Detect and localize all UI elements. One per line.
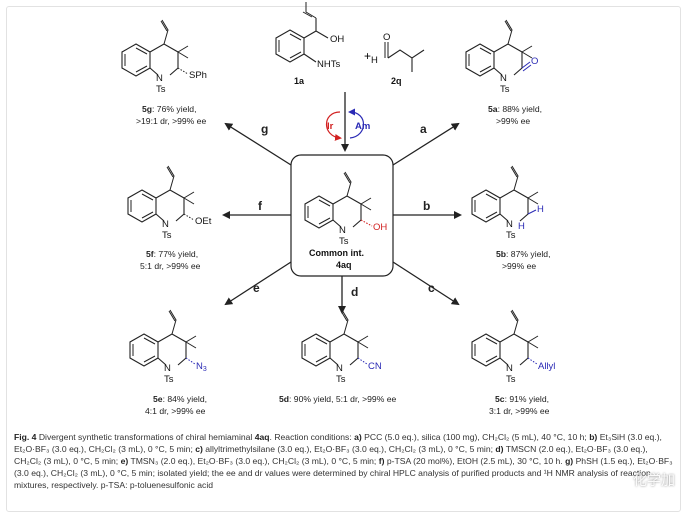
5e-group: N3 bbox=[196, 361, 207, 373]
caption-e-text: TMSN₃ (2.0 eq.), Et₂O·BF₃ (3.0 eq.), CH₂… bbox=[128, 456, 379, 467]
caption-c-tag: c) bbox=[195, 444, 203, 455]
5d-ts: Ts bbox=[336, 374, 346, 385]
5b-group2: H bbox=[518, 221, 525, 232]
product-5e: N3 N Ts 5e: 84% yield, 4:1 dr, >99% ee bbox=[129, 309, 207, 416]
center-name: Common int. bbox=[309, 248, 364, 258]
5a-n: N bbox=[500, 73, 507, 84]
product-5c: Allyl N Ts 5c: 91% yield, 3:1 dr, >99% e… bbox=[471, 309, 555, 416]
plus-sign: + bbox=[364, 49, 371, 63]
product-5d: CN N Ts 5d: 90% yield, 5:1 dr, >99% ee bbox=[279, 309, 397, 404]
reactant-1a-label: 1a bbox=[294, 76, 305, 86]
5e-ts: Ts bbox=[164, 374, 174, 385]
5d-n: N bbox=[336, 363, 343, 374]
caption-a-tag: a) bbox=[354, 432, 362, 442]
arrow-d: d bbox=[338, 276, 358, 314]
am-catalyst-label: Am bbox=[355, 121, 370, 132]
5a-line2: >99% ee bbox=[496, 116, 530, 126]
center-oh-text: OH bbox=[373, 222, 387, 233]
caption-g-text: PhSH (1.5 eq.), Et₂O·BF₃ (3.0 eq.), CH₂C… bbox=[14, 456, 673, 491]
r1-oh-text: OH bbox=[330, 34, 344, 45]
caption-a-text: PCC (5.0 eq.), silica (100 mg), CH₂Cl₂ (… bbox=[361, 432, 587, 442]
reactant-2q-label: 2q bbox=[391, 76, 402, 86]
watermark: 化学加 bbox=[633, 473, 675, 489]
caption-fig: Fig. 4 bbox=[14, 432, 37, 442]
common-intermediate-box: OH N Ts Common int. 4aq bbox=[290, 154, 394, 277]
r2-h-text: H bbox=[371, 55, 378, 66]
caption-g-tag: g) bbox=[565, 456, 574, 467]
r2-o-text: O bbox=[383, 32, 390, 43]
product-5f: OEt N Ts 5f: 77% yield, 5:1 dr, >99% ee bbox=[127, 165, 212, 271]
caption-title: Divergent synthetic transformations of c… bbox=[36, 432, 255, 442]
5c-line1: 5c: 91% yield, bbox=[495, 394, 549, 404]
5c-group: Allyl bbox=[538, 361, 555, 372]
5f-line1: 5f: 77% yield, bbox=[146, 249, 198, 259]
5d-group: CN bbox=[368, 361, 382, 372]
arrow-c: c bbox=[392, 261, 460, 306]
caption-f-tag: f) bbox=[378, 456, 385, 467]
caption-e-tag: e) bbox=[120, 456, 129, 467]
5g-n: N bbox=[156, 73, 163, 84]
5g-line2: >19:1 dr, >99% ee bbox=[136, 116, 206, 126]
center-ts-text: Ts bbox=[339, 236, 349, 247]
reaction-arrow-main: Ir Am bbox=[325, 92, 370, 152]
5a-line1: 5a: 88% yield, bbox=[488, 104, 542, 114]
5b-line1: 5b: 87% yield, bbox=[496, 249, 550, 259]
arrow-d-label: d bbox=[351, 285, 358, 299]
5f-line2: 5:1 dr, >99% ee bbox=[140, 261, 201, 271]
caption-d-text: TMSCN (2.0 eq.), Et₂O·BF₃ (3.0 eq.), CH₂… bbox=[14, 444, 648, 467]
product-5b: H H N Ts 5b: 87% yield, >99% ee bbox=[471, 165, 550, 271]
5g-group: SPh bbox=[189, 70, 207, 81]
5f-ts: Ts bbox=[162, 230, 172, 241]
caption-c-text: allyltrimethylsilane (3.0 eq.), Et₂O·BF₃… bbox=[202, 444, 493, 455]
5a-ts: Ts bbox=[500, 84, 510, 95]
figure-caption: Fig. 4 Divergent synthetic transformatio… bbox=[14, 431, 676, 491]
caption-f-text: p-TSA (20 mol%), EtOH (2.5 mL), 30 °C, 1… bbox=[384, 456, 566, 467]
figure-frame bbox=[6, 6, 681, 512]
arrow-c-label: c bbox=[428, 281, 435, 295]
5f-group: OEt bbox=[195, 216, 212, 227]
scheme-diagram: OH NHTs 1a + O H 2q Ir Am OH N Ts bbox=[121, 2, 555, 416]
arrow-e-label: e bbox=[253, 281, 260, 295]
arrow-e: e bbox=[224, 261, 292, 306]
5b-ts: Ts bbox=[506, 230, 516, 241]
arrow-a-label: a bbox=[420, 122, 427, 136]
5e-n: N bbox=[164, 363, 171, 374]
center-id: 4aq bbox=[336, 260, 352, 270]
5b-line2: >99% ee bbox=[502, 261, 536, 271]
reactant-1a: OH NHTs 1a bbox=[275, 2, 344, 86]
arrow-f: f bbox=[222, 199, 291, 219]
arrow-a: a bbox=[392, 122, 460, 166]
5g-line1: 5g: 76% yield, bbox=[142, 104, 196, 114]
5e-line2: 4:1 dr, >99% ee bbox=[145, 406, 206, 416]
arrow-g: g bbox=[224, 122, 292, 166]
5f-n: N bbox=[162, 219, 169, 230]
product-5g: SPh N Ts 5g: 76% yield, >19:1 dr, >99% e… bbox=[121, 19, 207, 126]
ir-catalyst-label: Ir bbox=[327, 121, 334, 132]
product-5a: O N Ts 5a: 88% yield, >99% ee bbox=[465, 19, 542, 126]
5c-line2: 3:1 dr, >99% ee bbox=[489, 406, 550, 416]
5c-ts: Ts bbox=[506, 374, 516, 385]
reactant-2q: O H 2q bbox=[371, 32, 425, 86]
center-n-text: N bbox=[339, 225, 346, 236]
5c-n: N bbox=[506, 363, 513, 374]
arrow-f-label: f bbox=[258, 199, 263, 213]
caption-b-text: Et₃SiH (3.0 eq.), Et₂O·BF₃ (3.0 eq.), CH… bbox=[14, 432, 662, 455]
5b-n: N bbox=[506, 219, 513, 230]
caption-title-cmp: 4aq bbox=[254, 432, 270, 442]
5b-group: H bbox=[537, 204, 544, 215]
caption-b-tag: b) bbox=[589, 432, 598, 442]
caption-title-end: . Reaction conditions: bbox=[269, 432, 355, 442]
5e-line1: 5e: 84% yield, bbox=[153, 394, 207, 404]
r1-nhts-text: NHTs bbox=[317, 59, 340, 70]
5d-line1: 5d: 90% yield, 5:1 dr, >99% ee bbox=[279, 394, 397, 404]
5g-ts: Ts bbox=[156, 84, 166, 95]
arrow-b-label: b bbox=[423, 199, 430, 213]
arrow-g-label: g bbox=[261, 122, 268, 136]
caption-d-tag: d) bbox=[495, 444, 504, 455]
arrow-b: b bbox=[393, 199, 462, 219]
5a-group: O bbox=[531, 56, 538, 67]
